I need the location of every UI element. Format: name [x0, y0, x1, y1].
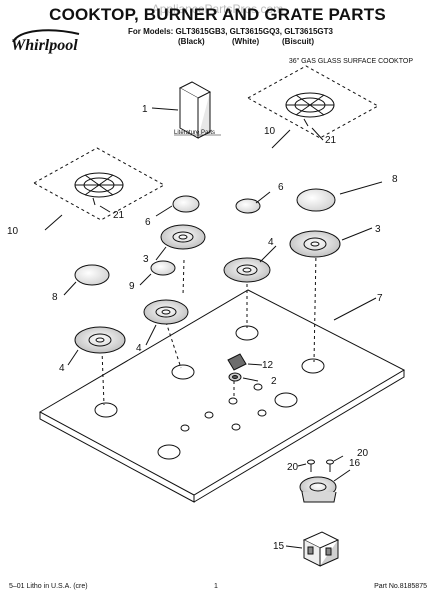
- callout-2: 2: [271, 376, 277, 387]
- burner-cap: [235, 198, 261, 214]
- callout-8: 8: [52, 292, 58, 303]
- callout-4: 4: [59, 363, 65, 374]
- knob-hole: [228, 397, 238, 405]
- footer-part-number: Part No.8185875: [374, 583, 427, 590]
- burner-hole: [94, 402, 118, 418]
- callout-6: 6: [278, 182, 284, 193]
- callout-21: 21: [325, 135, 337, 146]
- grate-left: [32, 147, 166, 231]
- burner-hole: [157, 444, 181, 460]
- finish-biscuit: (Biscuit): [282, 37, 314, 46]
- burner-cap: [150, 260, 176, 276]
- cooktop-glass: [38, 289, 406, 503]
- burner-head: [160, 224, 206, 250]
- screws: [297, 455, 344, 472]
- callout-6: 6: [145, 217, 151, 228]
- callout-8: 8: [392, 174, 398, 185]
- burner-base: [299, 469, 351, 503]
- knob-and-orifice: [227, 353, 263, 382]
- burner-hole: [274, 392, 298, 408]
- burner-hole: [171, 364, 195, 380]
- callout-numbers: 1 10 21 8 6 6 3 4 10 21 3 9 8 7 4 4 12 2…: [7, 104, 398, 552]
- callout-1: 1: [142, 104, 148, 115]
- cooktop-subtitle: 36" GAS GLASS SURFACE COOKTOP: [288, 58, 413, 65]
- knob-hole: [231, 423, 241, 431]
- burner-cap: [172, 195, 200, 213]
- burner-cap: [296, 188, 336, 212]
- callout-3: 3: [375, 224, 381, 235]
- callout-3: 3: [143, 254, 149, 265]
- knob-hole: [257, 409, 267, 417]
- literature-booklet: [151, 81, 212, 139]
- finish-white: (White): [232, 37, 260, 46]
- finish-black: (Black): [178, 37, 205, 46]
- footer-page-number: 1: [214, 583, 218, 590]
- knob-hole: [180, 424, 190, 432]
- callout-10: 10: [264, 126, 276, 137]
- models-line: For Models: GLT3615GB3, GLT3615GQ3, GLT3…: [128, 27, 333, 36]
- callout-4: 4: [136, 343, 142, 354]
- burner-head: [223, 257, 271, 283]
- knob-hole: [253, 383, 263, 391]
- whirlpool-logo: Whirlpool: [11, 29, 80, 54]
- burner-head: [289, 230, 341, 258]
- callout-20: 20: [357, 448, 369, 459]
- literature-label: Literature Parts: [174, 130, 215, 136]
- callout-10: 10: [7, 226, 19, 237]
- callout-21: 21: [113, 210, 125, 221]
- bracket: [285, 531, 340, 567]
- callout-15: 15: [273, 541, 285, 552]
- burner-head: [143, 299, 189, 325]
- callout-20: 20: [287, 462, 299, 473]
- burner-hole: [301, 358, 325, 374]
- knob-hole: [204, 411, 214, 419]
- callout-16: 16: [349, 458, 361, 469]
- callout-12: 12: [262, 360, 274, 371]
- callout-7: 7: [377, 293, 383, 304]
- page-title: COOKTOP, BURNER AND GRATE PARTS: [49, 5, 386, 24]
- burner-head: [74, 326, 126, 354]
- watermark: AppliancePartsPros.com: [151, 2, 284, 16]
- burner-cap: [74, 264, 110, 286]
- callout-4: 4: [268, 237, 274, 248]
- assembly-lines: [101, 251, 317, 406]
- svg-text:Whirlpool: Whirlpool: [11, 37, 78, 54]
- burner-caps: [63, 181, 383, 296]
- footer-litho: 5–01 Litho in U.S.A. (cre): [9, 583, 88, 590]
- callout-9: 9: [129, 281, 135, 292]
- grate-right: [246, 65, 380, 149]
- burner-heads: [67, 224, 373, 366]
